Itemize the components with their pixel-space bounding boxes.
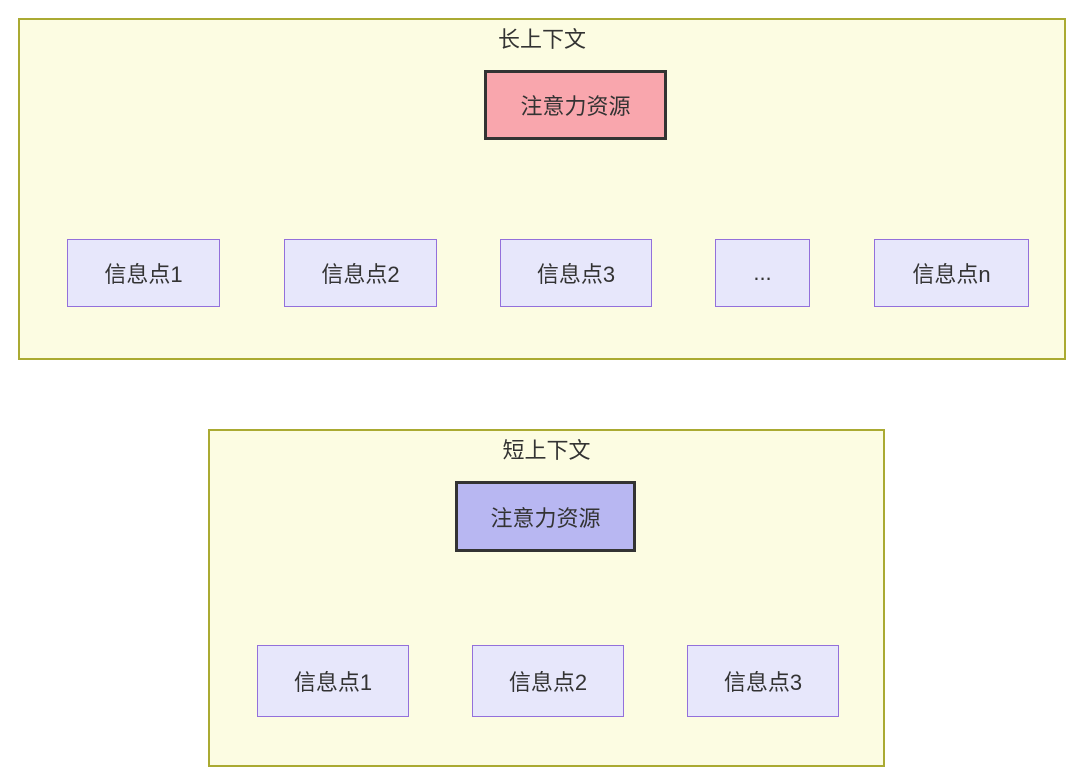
attention-resource-node: 注意力资源 — [484, 70, 667, 140]
info-point-node: 信息点3 — [687, 645, 839, 717]
info-point-node: 信息点1 — [67, 239, 220, 307]
info-point-node: 信息点2 — [284, 239, 437, 307]
panel-title: 短上下文 — [502, 438, 591, 463]
panel-title: 长上下文 — [497, 27, 586, 52]
info-point-node-ellipsis: ... — [715, 239, 810, 307]
panel-long-context: 长上下文 注意力资源 信息点1 信息点2 信息点3 ... 信息点n — [18, 18, 1066, 360]
info-point-node: 信息点1 — [257, 645, 409, 717]
info-point-node: 信息点3 — [500, 239, 652, 307]
attention-resource-node: 注意力资源 — [455, 481, 636, 552]
info-point-node: 信息点2 — [472, 645, 624, 717]
panel-short-context: 短上下文 注意力资源 信息点1 信息点2 信息点3 — [208, 429, 885, 767]
info-point-node: 信息点n — [874, 239, 1029, 307]
